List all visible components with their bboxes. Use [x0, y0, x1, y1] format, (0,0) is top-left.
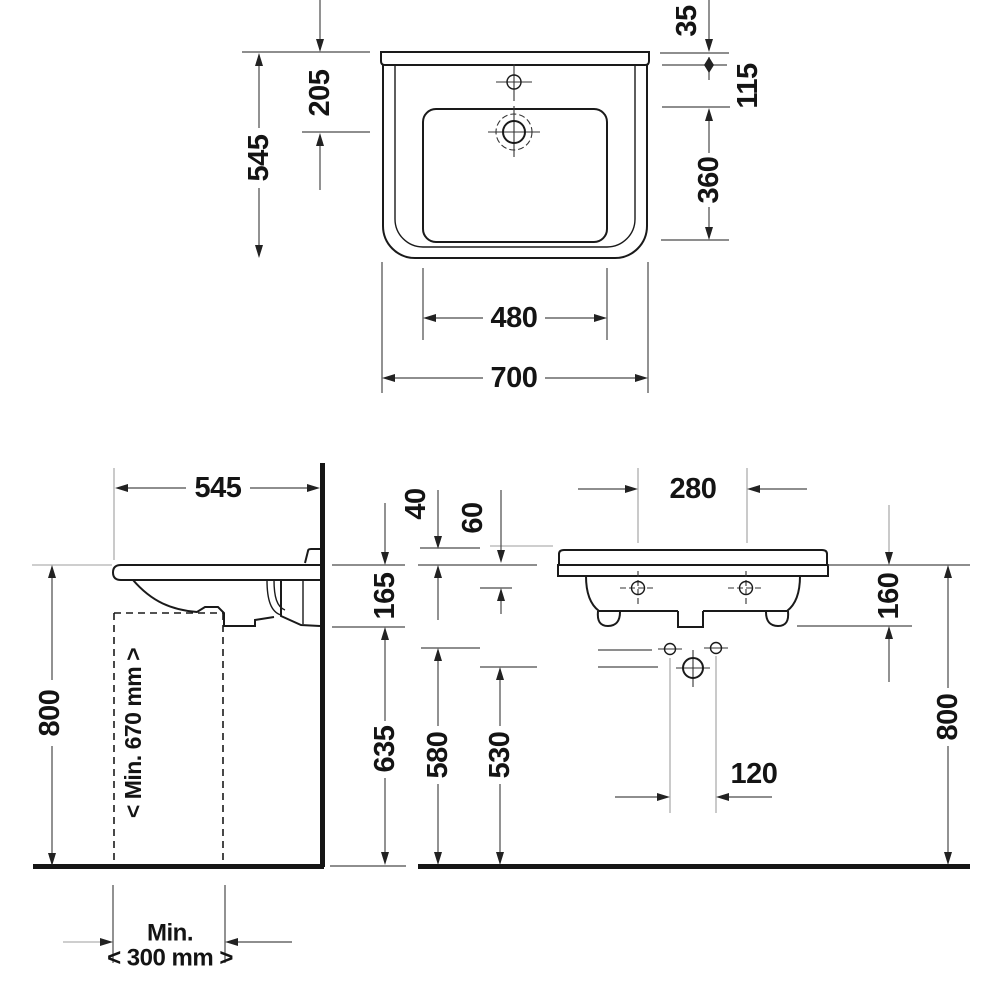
- front-rim-band: [557, 564, 829, 577]
- bolt-hole-right: [728, 571, 764, 605]
- front-body-right: [786, 575, 801, 612]
- dim-side-depth: 545: [195, 472, 242, 504]
- dim-drain-height: 530: [484, 732, 516, 779]
- dim-bolt-offset: 60: [457, 502, 489, 533]
- side-bracket: [280, 580, 321, 627]
- front-foot-right: [765, 610, 790, 628]
- plan-dimensions: 545 205 35 115 360 480: [242, 0, 764, 394]
- dim-front-height: 800: [932, 694, 964, 741]
- dim-fixing-hole-spacing: 120: [731, 758, 778, 790]
- dim-plan-basin-depth: 360: [693, 157, 725, 204]
- drain-outlet-circle: [676, 650, 710, 687]
- dim-front-body-height: 160: [873, 573, 905, 620]
- dim-plan-ledge: 35: [671, 5, 703, 37]
- front-drain-stub: [677, 611, 704, 628]
- plan-rear-ledge: [380, 51, 650, 66]
- side-trap-curve-inner: [273, 579, 286, 611]
- plan-basin: [422, 108, 608, 243]
- dim-under-rim-clearance: 635: [369, 725, 401, 772]
- dim-ledge-height: 40: [400, 488, 432, 519]
- floor-side: [33, 864, 324, 869]
- label-min-word: Min.: [147, 920, 193, 947]
- dim-side-rim-thickness: 165: [369, 572, 401, 619]
- floor-front: [418, 864, 970, 869]
- dim-plan-drain-offset: 205: [304, 69, 336, 116]
- side-ledge-bump: [304, 548, 320, 564]
- fixing-hole-right: [704, 641, 728, 655]
- dim-tap-hole-spacing: 280: [670, 473, 717, 505]
- side-dimensions: 545 800 40 165 635 M: [32, 468, 553, 972]
- front-dimensions: 280 60 160 800 580 530: [421, 468, 970, 865]
- diamond-marker: [704, 57, 714, 73]
- dim-fixing-hole-height: 580: [422, 732, 454, 779]
- side-rim: [111, 564, 320, 581]
- side-view: < Min. 670 mm >: [33, 463, 325, 869]
- front-foot-left: [596, 610, 621, 628]
- dim-plan-depth: 545: [243, 134, 275, 181]
- dim-plan-basin-width: 480: [491, 302, 538, 334]
- dim-plan-tap-offset: 115: [732, 63, 764, 109]
- plan-view: [380, 51, 650, 259]
- dim-side-height: 800: [34, 690, 66, 737]
- label-min-300: < 300 mm >: [107, 945, 233, 972]
- dim-plan-width: 700: [491, 362, 538, 394]
- bolt-hole-left: [620, 571, 656, 605]
- side-bowl-profile: [132, 579, 275, 627]
- front-rim-top: [558, 549, 828, 566]
- side-trap-curve: [266, 579, 282, 616]
- wall: [320, 463, 325, 867]
- label-min-670: < Min. 670 mm >: [120, 648, 146, 818]
- plan-inner-rim: [394, 65, 636, 248]
- drain-hole: [488, 106, 540, 157]
- faucet-hole: [496, 64, 532, 101]
- fixing-hole-left: [658, 642, 682, 656]
- front-body-left: [585, 575, 600, 612]
- front-view: [418, 549, 970, 869]
- plan-outer-outline: [382, 65, 648, 259]
- clearance-box: [113, 612, 224, 864]
